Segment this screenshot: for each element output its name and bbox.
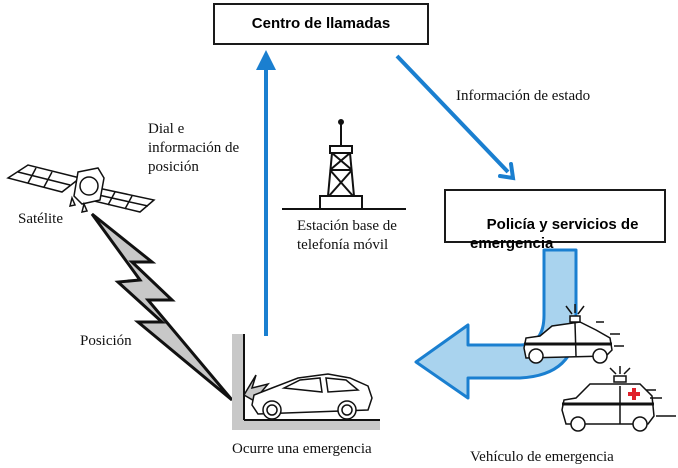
satellite-icon [6,164,156,213]
arrow-status-to-police [395,54,516,181]
emergency-vehicle-label: Vehículo de emergencia [470,449,614,465]
ambulance-icon [561,366,676,432]
crash-scene [232,334,380,430]
base-station-label: Estación base de telefonía móvil [297,218,397,253]
call-center-label: Centro de llamadas [251,15,391,32]
dispatch-arrow [414,248,578,400]
police-services-label: Policía y servicios de emergencia [470,216,639,252]
crashed-car-icon [251,373,373,420]
cell-tower-icon [282,119,406,210]
emergency-occurs-label: Ocurre una emergencia [232,441,372,457]
arrow-dial-to-call-center [256,50,276,336]
lightning-bolt [90,212,234,402]
police-services-box: Policía y servicios de emergencia [444,189,666,252]
position-label: Posición [80,333,132,349]
call-center-box: Centro de llamadas [213,3,429,45]
police-car-icon [523,304,624,364]
status-info-label: Información de estado [456,88,591,104]
satellite-label: Satélite [18,211,63,227]
dial-position-label: Dial e información de posición [148,121,240,175]
